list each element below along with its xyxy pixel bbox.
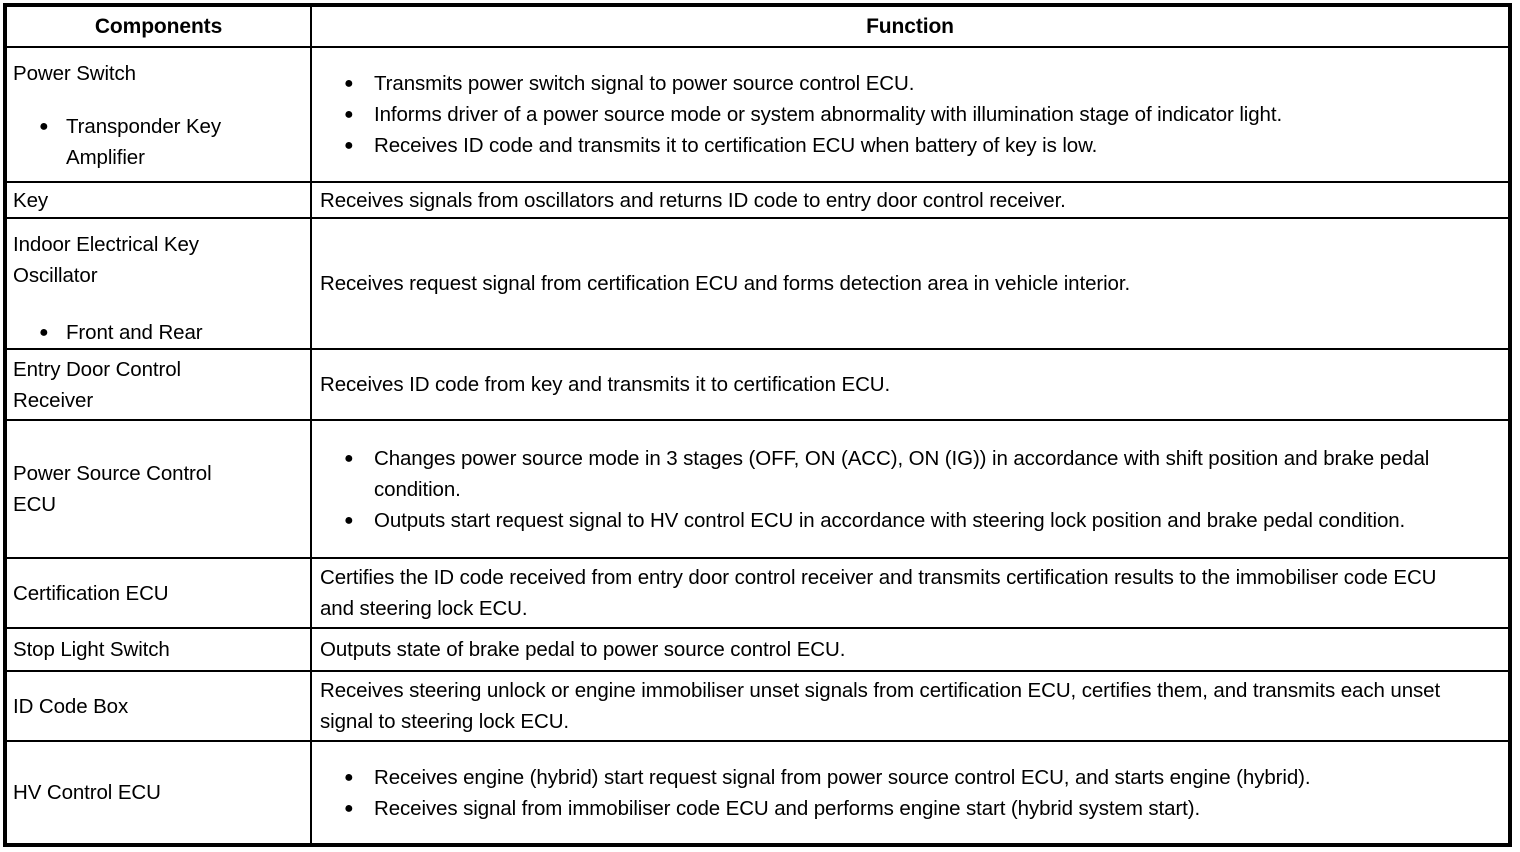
function-text: Receives ID code from key and transmits … bbox=[320, 373, 891, 396]
function-cell: Receives signals from oscillators and re… bbox=[310, 181, 1511, 219]
function-text: Receives request signal from certificati… bbox=[320, 272, 1131, 295]
function-cell: ● Transmits power switch signal to power… bbox=[310, 46, 1511, 183]
bullet-icon: ● bbox=[39, 324, 49, 341]
bullet-icon: ● bbox=[39, 118, 49, 135]
component-title: Indoor Electrical Key Oscillator bbox=[13, 233, 199, 287]
function-text: Certifies the ID code received from entr… bbox=[320, 566, 1437, 620]
function-bullet-item: ● Receives signal from immobiliser code … bbox=[320, 793, 1498, 824]
table-row: HV Control ECU ● Receives engine (hybrid… bbox=[4, 740, 1511, 846]
component-cell: Power Source Control ECU bbox=[4, 419, 312, 559]
component-title: HV Control ECU bbox=[13, 781, 161, 804]
column-header-function: Function bbox=[310, 4, 1511, 48]
component-cell: Key bbox=[4, 181, 312, 219]
bullet-icon: ● bbox=[344, 106, 354, 123]
column-header-components: Components bbox=[4, 4, 312, 48]
table-row: Stop Light Switch Outputs state of brake… bbox=[4, 627, 1511, 672]
component-bullet-list: ● Transponder Key Amplifier bbox=[13, 111, 306, 173]
function-bullet-text: Informs driver of a power source mode or… bbox=[374, 103, 1283, 126]
function-cell: ● Receives engine (hybrid) start request… bbox=[310, 740, 1511, 846]
component-cell: Entry Door Control Receiver bbox=[4, 348, 312, 421]
function-cell: ● Changes power source mode in 3 stages … bbox=[310, 419, 1511, 559]
components-function-table: Components Function Power Switch ● Trans… bbox=[3, 3, 1512, 847]
function-bullet-item: ● Receives ID code and transmits it to c… bbox=[320, 130, 1498, 161]
table-row: ID Code Box Receives steering unlock or … bbox=[4, 670, 1511, 742]
component-bullet-item: ● Transponder Key Amplifier bbox=[13, 111, 306, 173]
bullet-icon: ● bbox=[344, 137, 354, 154]
bullet-icon: ● bbox=[344, 799, 354, 817]
component-title: Power Switch bbox=[13, 62, 136, 85]
function-bullet-text: Changes power source mode in 3 stages (O… bbox=[374, 446, 1430, 501]
component-title: Certification ECU bbox=[13, 581, 169, 605]
component-cell: Indoor Electrical Key Oscillator ● Front… bbox=[4, 217, 312, 350]
function-bullet-list: ● Transmits power switch signal to power… bbox=[320, 68, 1498, 161]
function-text: Receives steering unlock or engine immob… bbox=[320, 679, 1441, 733]
function-bullet-text: Outputs start request signal to HV contr… bbox=[374, 508, 1406, 532]
table-row: Indoor Electrical Key Oscillator ● Front… bbox=[4, 217, 1511, 350]
function-bullet-text: Receives ID code and transmits it to cer… bbox=[374, 134, 1098, 157]
function-cell: Certifies the ID code received from entr… bbox=[310, 557, 1511, 629]
component-title: ID Code Box bbox=[13, 694, 129, 718]
function-bullet-item: ● Transmits power switch signal to power… bbox=[320, 68, 1498, 99]
component-bullet-text: Transponder Key Amplifier bbox=[66, 115, 221, 169]
component-title: Entry Door Control Receiver bbox=[13, 357, 181, 412]
table-row: Power Source Control ECU ● Changes power… bbox=[4, 419, 1511, 559]
component-cell: Certification ECU bbox=[4, 557, 312, 629]
table-header-row: Components Function bbox=[4, 4, 1511, 48]
function-text: Receives signals from oscillators and re… bbox=[320, 188, 1066, 212]
bullet-icon: ● bbox=[344, 449, 354, 467]
component-cell: HV Control ECU bbox=[4, 740, 312, 846]
component-title: Power Source Control ECU bbox=[13, 462, 212, 516]
function-cell: Receives steering unlock or engine immob… bbox=[310, 670, 1511, 742]
component-title: Stop Light Switch bbox=[13, 638, 170, 661]
table-row: Key Receives signals from oscillators an… bbox=[4, 181, 1511, 219]
function-bullet-text: Receives signal from immobiliser code EC… bbox=[374, 796, 1201, 820]
component-title: Key bbox=[13, 188, 49, 212]
function-cell: Outputs state of brake pedal to power so… bbox=[310, 627, 1511, 672]
table-row: Power Switch ● Transponder Key Amplifier… bbox=[4, 46, 1511, 183]
component-bullet-item: ● Front and Rear bbox=[13, 317, 306, 347]
function-bullet-item: ● Changes power source mode in 3 stages … bbox=[320, 443, 1498, 505]
function-cell: Receives request signal from certificati… bbox=[310, 217, 1511, 350]
component-cell: Power Switch ● Transponder Key Amplifier bbox=[4, 46, 312, 183]
table-row: Entry Door Control Receiver Receives ID … bbox=[4, 348, 1511, 421]
function-text: Outputs state of brake pedal to power so… bbox=[320, 638, 846, 661]
function-bullet-list: ● Changes power source mode in 3 stages … bbox=[320, 443, 1498, 536]
function-bullet-item: ● Receives engine (hybrid) start request… bbox=[320, 762, 1498, 793]
table-row: Certification ECU Certifies the ID code … bbox=[4, 557, 1511, 629]
bullet-icon: ● bbox=[344, 75, 354, 92]
function-bullet-list: ● Receives engine (hybrid) start request… bbox=[320, 762, 1498, 824]
component-bullet-text: Front and Rear bbox=[66, 321, 203, 344]
function-cell: Receives ID code from key and transmits … bbox=[310, 348, 1511, 421]
component-cell: ID Code Box bbox=[4, 670, 312, 742]
function-bullet-text: Receives engine (hybrid) start request s… bbox=[374, 765, 1311, 789]
function-bullet-text: Transmits power switch signal to power s… bbox=[374, 72, 915, 95]
component-cell: Stop Light Switch bbox=[4, 627, 312, 672]
bullet-icon: ● bbox=[344, 511, 354, 529]
bullet-icon: ● bbox=[344, 768, 354, 786]
function-bullet-item: ● Outputs start request signal to HV con… bbox=[320, 505, 1498, 536]
function-bullet-item: ● Informs driver of a power source mode … bbox=[320, 99, 1498, 130]
component-bullet-list: ● Front and Rear bbox=[13, 317, 306, 347]
